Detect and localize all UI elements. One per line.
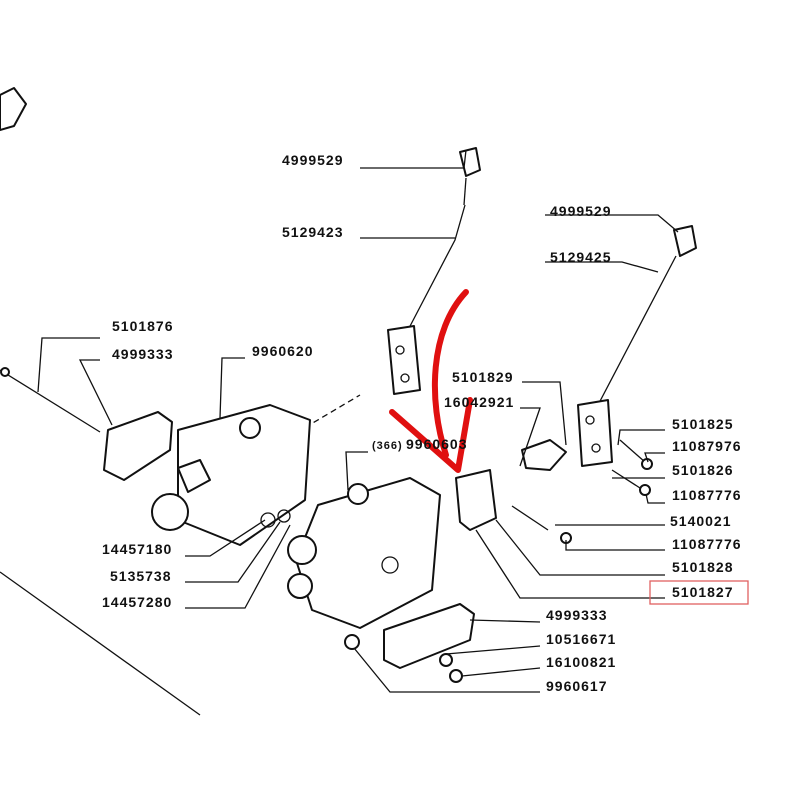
alignment-line [261, 394, 361, 454]
label-pin-2: 5101826 [672, 462, 734, 478]
pivot-block [521, 439, 567, 471]
label-knob-left: 4999529 [282, 152, 344, 168]
label-oring: 5135738 [110, 568, 172, 584]
label-seal-2: 14457280 [102, 594, 172, 610]
label-knob-right: 4999529 [550, 203, 612, 219]
label-lever-left: 5129423 [282, 224, 344, 240]
valve-left [151, 404, 311, 546]
label-tie-rod: 5101876 [112, 318, 174, 334]
label-seal-1: 14457180 [102, 541, 172, 557]
label-clip-1: 11087976 [672, 438, 742, 454]
bracket-right [383, 603, 475, 669]
label-pin-3: 5140021 [670, 513, 732, 529]
label-screw-plate: 5101828 [672, 559, 734, 575]
label-nut: 16100821 [546, 654, 616, 670]
lever-right [577, 225, 697, 467]
label-pin-1: 5101825 [672, 416, 734, 432]
label-bracket-left: 4999333 [112, 346, 174, 362]
label-valve-left: 9960620 [252, 343, 314, 359]
tie-rod [0, 367, 101, 433]
label-plate: 5101827 [672, 584, 734, 600]
red-arrow-annotation [389, 289, 473, 473]
highlight-box [649, 580, 749, 605]
label-screw-pivot: 16042921 [444, 394, 514, 410]
knob-fragment [0, 87, 27, 131]
bracket-left [103, 411, 173, 481]
lever-left [387, 147, 481, 395]
label-pivot: 5101829 [452, 369, 514, 385]
label-washer: 10516671 [546, 631, 616, 647]
label-clip-2: 11087776 [672, 487, 742, 503]
leader-lines [37, 149, 679, 693]
label-spacer: 9960617 [546, 678, 608, 694]
plate-5101827 [455, 469, 497, 531]
frame-line [0, 571, 201, 716]
label-valve-right: 9960603 [406, 436, 468, 452]
label-clip-3: 11087776 [672, 536, 742, 552]
label-valve-right-prefix: (366) [372, 440, 403, 452]
pins [344, 439, 653, 683]
label-bracket-right: 4999333 [546, 607, 608, 623]
valve-right [287, 477, 441, 629]
label-lever-right: 5129425 [550, 249, 612, 265]
